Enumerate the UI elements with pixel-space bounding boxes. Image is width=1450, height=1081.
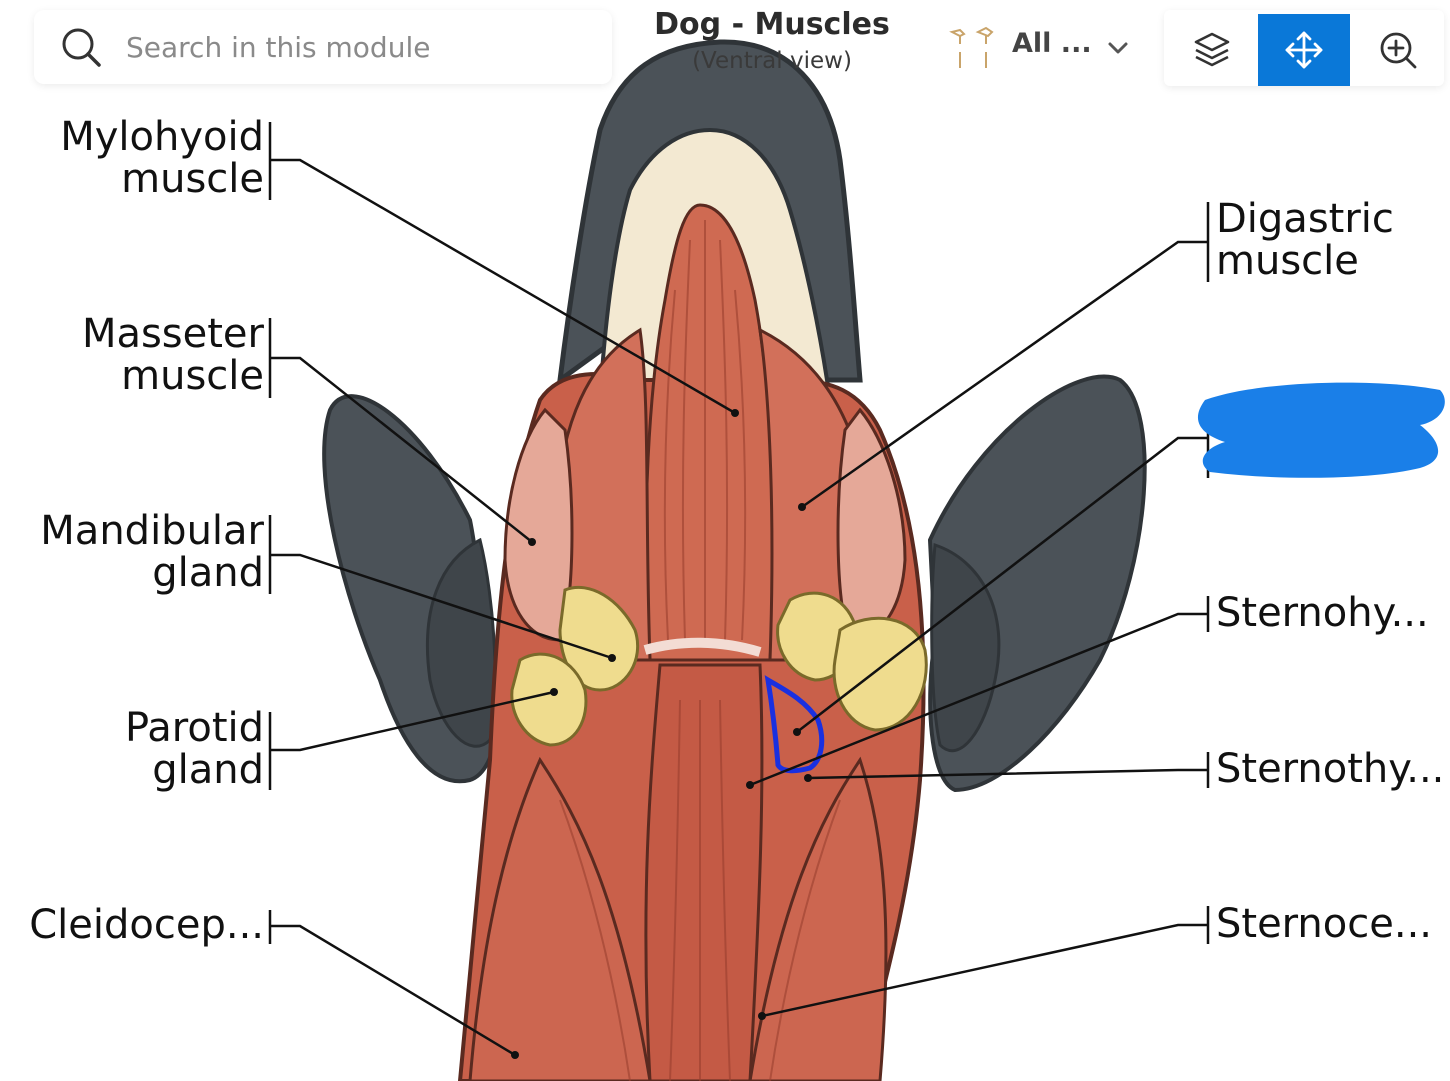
label-parotid-line1: Parotid bbox=[124, 705, 264, 751]
label-parotid-line2: gland bbox=[152, 747, 264, 793]
search-icon[interactable] bbox=[60, 26, 102, 68]
label-mylohyoid-line2: muscle bbox=[121, 156, 264, 202]
sternohyoid-muscle-shape bbox=[644, 663, 764, 1081]
label-cleidocephalicus: Cleidocep... bbox=[29, 902, 264, 948]
muscle-fiber-lines bbox=[559, 220, 841, 1081]
header: Dog - Muscles (Ventral view) bbox=[612, 4, 932, 76]
chevron-down-icon[interactable] bbox=[1104, 34, 1132, 62]
central-tendon bbox=[643, 637, 762, 657]
view-filter-dropdown[interactable]: All ... bbox=[940, 14, 1145, 80]
label-digastric-line1: Digastric bbox=[1216, 196, 1394, 242]
zoom-in-icon bbox=[1380, 32, 1417, 69]
left-ear-inner bbox=[426, 537, 497, 748]
label-mandibular-line1: Mandibular bbox=[40, 508, 264, 554]
right-masseter-shape bbox=[836, 407, 907, 642]
left-masseter-shape bbox=[503, 407, 574, 642]
label-masseter-line2: muscle bbox=[121, 353, 264, 399]
page-title: Dog - Muscles bbox=[654, 7, 890, 42]
leader-end-dots bbox=[511, 409, 812, 1059]
label-digastric-line2: muscle bbox=[1216, 238, 1359, 284]
hand-drawn-outline bbox=[764, 675, 825, 774]
left-cleidocephalicus-shape bbox=[468, 756, 652, 1081]
label-sternocephalicus: Sternoce... bbox=[1216, 901, 1432, 947]
zoom-in-button[interactable] bbox=[1352, 14, 1444, 86]
search-input[interactable] bbox=[124, 24, 588, 70]
filter-selected-label: All ... bbox=[1012, 28, 1092, 59]
label-sternothyroid: Sternothy... bbox=[1216, 746, 1445, 792]
dog-skeleton-thumbnail-icon bbox=[949, 26, 994, 68]
right-parotid-gland-shape bbox=[832, 616, 928, 732]
search-bar bbox=[34, 10, 612, 84]
redaction-scribble bbox=[1197, 382, 1445, 478]
layers-icon bbox=[1194, 32, 1230, 67]
label-masseter-line1: Masseter bbox=[81, 311, 264, 357]
label-mylohyoid-line1: Mylohyoid bbox=[60, 114, 264, 160]
left-parotid-gland-shape bbox=[510, 652, 588, 747]
right-ear-inner bbox=[930, 542, 1001, 753]
label-mandibular-line2: gland bbox=[152, 550, 264, 596]
page-subtitle: (Ventral view) bbox=[692, 48, 852, 74]
view-toolbar bbox=[1164, 10, 1444, 86]
leader-lines bbox=[268, 122, 1210, 1057]
move-button[interactable] bbox=[1258, 14, 1350, 86]
layers-button[interactable] bbox=[1166, 14, 1258, 86]
label-sternohyoid: Sternohy... bbox=[1216, 590, 1429, 636]
move-arrows-icon bbox=[1285, 31, 1323, 69]
